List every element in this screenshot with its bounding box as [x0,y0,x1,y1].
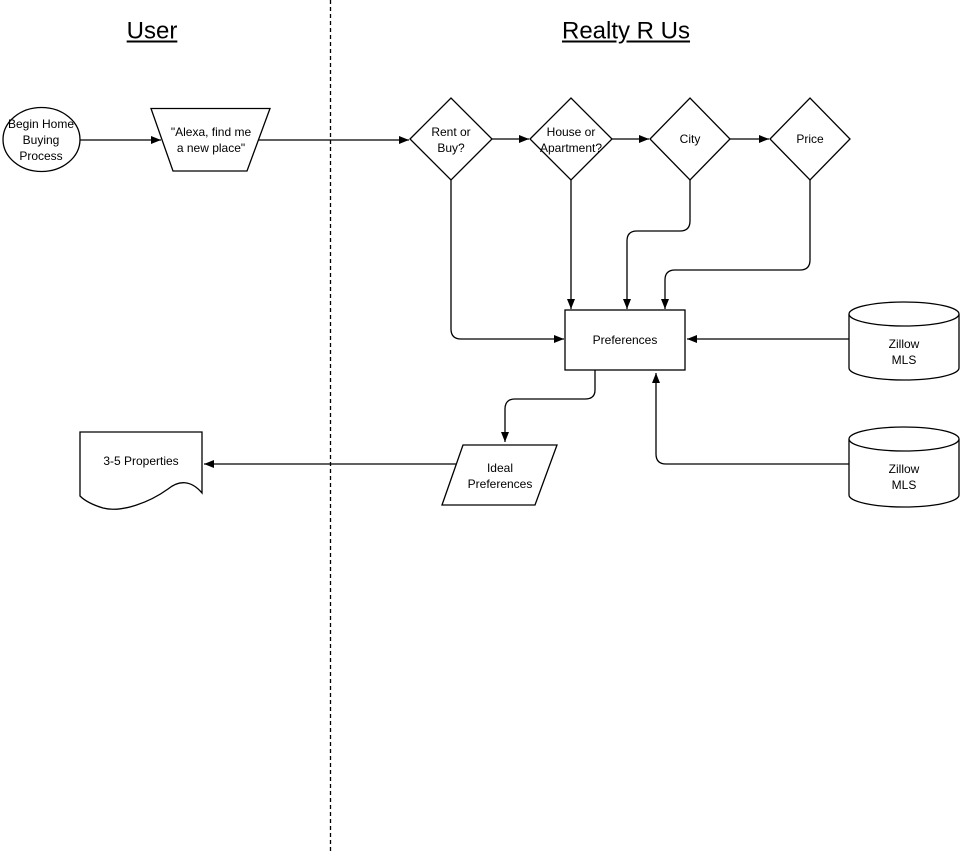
edge-price-to-preferences [661,180,811,309]
edge-city-to-preferences [623,180,691,309]
alexa-trapezoid [150,107,271,172]
begin-ellipse [2,106,81,173]
zillow-mls-top-cylinder [848,301,960,381]
ideal-preferences-parallelogram [441,444,558,506]
edge-rent-or-buy-to-preferences [450,180,564,343]
house-or-apartment-diamond [529,97,613,181]
properties-document [79,431,203,510]
city-diamond [649,97,731,181]
edge-zillow-bottom-to-preferences [652,373,849,465]
zillow-mls-bottom-cylinder [848,426,960,508]
rent-or-buy-diamond [409,97,493,181]
price-diamond [769,97,851,181]
edge-preferences-to-ideal-preferences [501,370,596,442]
lane-title-user: User [126,17,178,45]
preferences-rectangle [564,309,686,371]
lane-title-realty: Realty R Us [561,17,691,45]
